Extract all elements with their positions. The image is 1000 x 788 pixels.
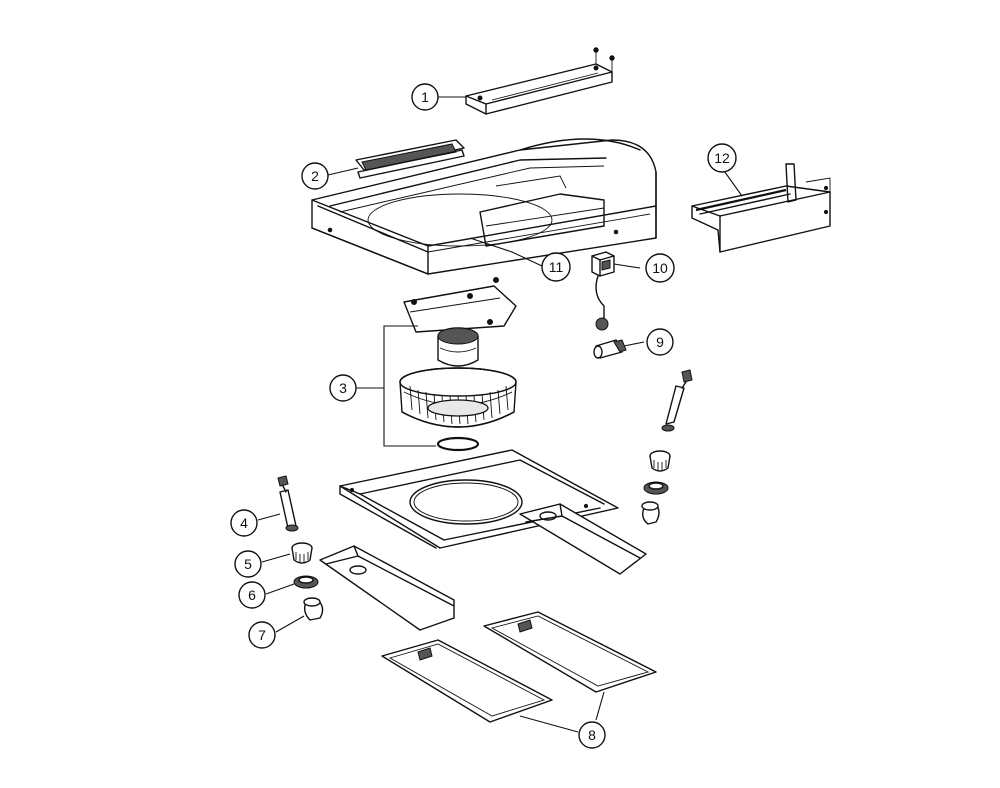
callout-label: 12 xyxy=(714,150,730,166)
part-3-blower-assembly xyxy=(383,277,517,452)
callout-1: 1 xyxy=(411,83,439,111)
lamp-deflector-left xyxy=(319,545,455,631)
callout-2: 2 xyxy=(301,162,329,190)
callout-label: 4 xyxy=(240,515,248,531)
callout-label: 6 xyxy=(248,587,256,603)
part-1-top-bracket xyxy=(465,47,615,115)
part-2-nameplate xyxy=(355,139,465,179)
callout-8: 8 xyxy=(578,721,606,749)
callout-3: 3 xyxy=(329,374,357,402)
callout-label: 10 xyxy=(652,260,668,276)
callout-6: 6 xyxy=(238,581,266,609)
callout-7: 7 xyxy=(248,621,276,649)
callout-label: 8 xyxy=(588,727,596,743)
part-12-side-rail xyxy=(691,163,831,253)
callout-11: 11 xyxy=(541,252,571,282)
callout-label: 11 xyxy=(549,259,564,275)
lamp-socket-set-left xyxy=(277,475,324,621)
part-9-bulb xyxy=(593,339,627,359)
part-10-switch xyxy=(591,251,615,331)
lamp-socket-set-right xyxy=(641,369,693,525)
leader-lines xyxy=(257,96,743,733)
callout-9: 9 xyxy=(646,328,674,356)
callout-label: 2 xyxy=(311,168,319,184)
callout-label: 7 xyxy=(258,627,266,643)
callout-12: 12 xyxy=(707,143,737,173)
callout-label: 9 xyxy=(656,334,664,350)
callout-5: 5 xyxy=(234,550,262,578)
callout-label: 3 xyxy=(339,380,347,396)
part-8-grease-filters xyxy=(381,611,657,723)
callout-10: 10 xyxy=(645,253,675,283)
callout-4: 4 xyxy=(230,509,258,537)
callout-label: 1 xyxy=(421,89,429,105)
lamp-deflector-right xyxy=(519,503,647,575)
callout-label: 5 xyxy=(244,556,252,572)
part-11-hood-housing xyxy=(311,138,657,275)
